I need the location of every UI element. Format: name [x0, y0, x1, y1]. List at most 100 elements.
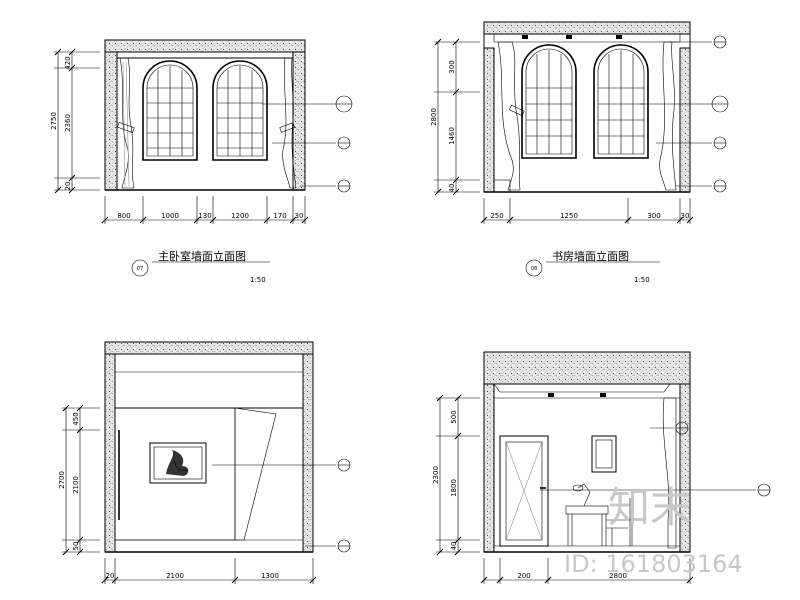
vertical-dimension: 450 2100 50 2700	[58, 404, 100, 556]
dim-h-4: 30	[681, 212, 690, 220]
right-curtain-tie	[279, 122, 295, 133]
material-tags	[262, 95, 353, 193]
ceiling-slab	[104, 341, 314, 355]
drawing-number: 07	[137, 266, 143, 272]
drawing-number: 08	[531, 266, 537, 272]
left-curtain	[119, 57, 135, 189]
dim-v-total: 2700	[58, 471, 66, 489]
horizontal-dimension: 250 1250 300 30	[480, 198, 694, 224]
arched-window-left	[521, 44, 577, 159]
dim-h-5: 170	[273, 212, 286, 220]
ceiling-light-2	[566, 35, 572, 39]
wall-frame	[104, 341, 314, 553]
right-curtain	[659, 41, 677, 191]
ceiling-slab	[483, 21, 691, 35]
dim-v-2: 2360	[64, 114, 72, 132]
dim-h-3: 300	[647, 212, 660, 220]
elevation-panel-study: 300 1460 40 2800 250 1250 300 30	[430, 21, 729, 284]
right-curtain	[662, 397, 677, 549]
right-wall-section	[302, 353, 314, 553]
ceiling-slab	[104, 39, 306, 53]
chair	[606, 498, 633, 546]
dim-v-1: 450	[72, 412, 80, 425]
ceiling-light-2	[600, 393, 606, 397]
ceiling-light-1	[522, 35, 528, 39]
dim-v-3: 40	[448, 184, 456, 193]
right-wall-section	[679, 47, 691, 193]
dim-h-4: 1200	[231, 212, 249, 220]
arched-window-right	[212, 60, 268, 161]
dim-h-6: 30	[295, 212, 304, 220]
ceiling-slab	[483, 351, 691, 385]
ceiling-light-3	[616, 35, 622, 39]
dim-v-1: 500	[450, 410, 458, 423]
dim-h-2: 2800	[609, 572, 627, 580]
dim-v-total: 2750	[50, 112, 58, 130]
dim-h-3: 130	[198, 212, 211, 220]
right-curtain	[282, 57, 297, 189]
material-tags	[540, 421, 771, 497]
drawing-title: 08 书房墙面立面图 1:50	[525, 249, 660, 284]
floor-base-left	[493, 179, 511, 193]
material-tags	[212, 458, 351, 553]
dim-v-total: 2300	[432, 466, 440, 484]
dim-v-3: 20	[64, 182, 72, 191]
drawing-title: 07 主卧室墙面立面图 1:50	[131, 249, 270, 284]
dim-v-3: 40	[450, 542, 458, 551]
dim-v-2: 2100	[72, 476, 80, 494]
dim-v-3: 50	[72, 542, 80, 551]
right-wall-section	[292, 51, 306, 191]
left-curtain-tie	[508, 104, 525, 117]
dim-v-2: 1800	[450, 479, 458, 497]
ceiling-beam	[493, 33, 681, 43]
material-tags	[640, 35, 729, 193]
wall-painting	[149, 442, 207, 484]
left-wall-section	[483, 47, 495, 193]
wall-frame	[104, 39, 306, 191]
desk	[565, 483, 609, 546]
vertical-dimension: 420 2360 20 2750	[50, 48, 100, 194]
arched-window-right	[593, 44, 649, 159]
vertical-dimension: 500 1800 40 2300	[432, 394, 480, 556]
dim-v-1: 300	[448, 60, 456, 73]
left-curtain-tie	[117, 121, 135, 133]
watermark: 知末 ID: 161803164	[564, 483, 743, 578]
drawing-title-text: 主卧室墙面立面图	[158, 249, 246, 263]
left-curtain	[497, 41, 521, 191]
elevation-panel-master-bedroom: 420 2360 20 2750 800 1000 130 1200 170 3…	[50, 39, 353, 284]
dim-h-2: 1250	[560, 212, 578, 220]
wall-picture	[591, 435, 617, 473]
dim-h-3: 1300	[261, 572, 279, 580]
open-door-panel	[234, 407, 277, 541]
horizontal-dimension: 200 2800	[480, 558, 694, 584]
watermark-id: ID: 161803164	[564, 550, 743, 578]
ceiling-drop	[114, 354, 304, 373]
watermark-logo: 知末	[608, 483, 692, 532]
ceiling-beam	[493, 383, 671, 393]
drawing-scale: 1:50	[250, 276, 266, 284]
arched-window-left	[142, 60, 198, 161]
elevation-panel-bedroom-wall: 450 2100 50 2700 20 2100 1300	[58, 341, 351, 584]
dim-v-2: 1460	[448, 127, 456, 145]
left-wall-section	[104, 51, 118, 191]
vertical-dimension: 300 1460 40 2800	[430, 38, 480, 196]
door	[499, 435, 549, 547]
dim-h-1: 200	[517, 572, 530, 580]
horizontal-dimension: 800 1000 130 1200 170 30	[101, 196, 309, 224]
dim-h-2: 1000	[161, 212, 179, 220]
elevation-panel-study-wall: 500 1800 40 2300 200 2800	[432, 351, 771, 584]
horizontal-dimension: 20 2100 1300	[101, 558, 317, 584]
dim-v-total: 2800	[430, 108, 438, 126]
left-wall-section	[104, 353, 116, 553]
dim-h-1: 250	[490, 212, 503, 220]
dim-h-1: 20	[106, 572, 115, 580]
curtain-pelmet	[116, 51, 294, 59]
left-wall-section	[483, 383, 495, 553]
drawing-title-text: 书房墙面立面图	[552, 249, 629, 263]
dim-h-2: 2100	[166, 572, 184, 580]
dim-v-1: 420	[64, 56, 72, 69]
ceiling-light-1	[548, 393, 554, 397]
dim-h-1: 800	[117, 212, 130, 220]
drawing-scale: 1:50	[634, 276, 650, 284]
